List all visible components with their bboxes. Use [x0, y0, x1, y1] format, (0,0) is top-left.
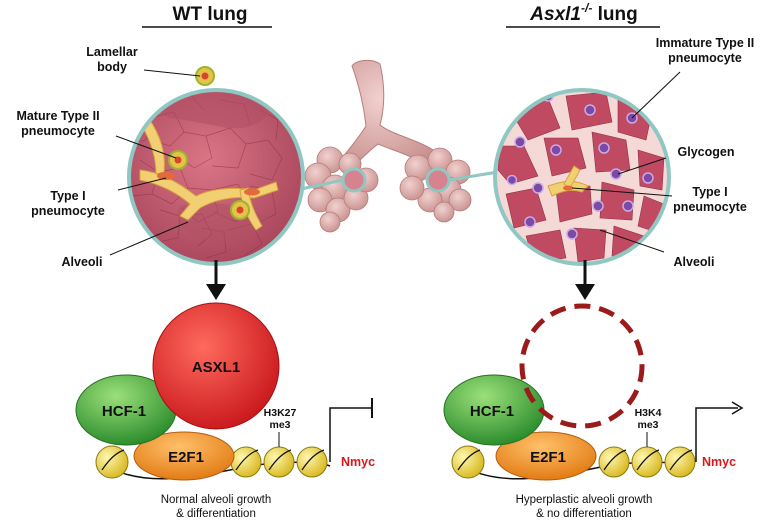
label-ko-type1-1: Type I	[692, 185, 727, 199]
label-lamellar-body-2: body	[97, 60, 127, 74]
ko-e2f1-protein	[495, 431, 597, 481]
wt-nucleosomes	[95, 445, 328, 479]
ko-transcription-arrow	[731, 401, 744, 415]
label-mature-type2-2: pneumocyte	[21, 124, 95, 138]
ko-missing-asxl1	[519, 303, 645, 429]
wt-histone-mark-1: H3K27	[264, 407, 297, 419]
wt-hcf1-label: HCF-1	[102, 403, 146, 420]
wt-title: WT lung	[173, 4, 248, 25]
wt-leader-lines	[109, 69, 201, 256]
label-wt-alveoli: Alveoli	[62, 255, 103, 269]
ko-caption-1: Hyperplastic alveoli growth	[516, 494, 653, 506]
left-zoom-spot	[341, 167, 367, 193]
ko-leader-lines	[571, 71, 681, 253]
wt-type1-pneumocytes	[139, 119, 279, 231]
label-immature-type2-2: pneumocyte	[668, 51, 742, 65]
label-lamellar-body-1: Lamellar	[86, 45, 138, 59]
wt-asxl1-label: ASXL1	[192, 359, 240, 376]
label-ko-type1-2: pneumocyte	[673, 200, 747, 214]
ko-e2f1-label: E2F1	[530, 449, 566, 466]
label-ko-alveoli: Alveoli	[674, 255, 715, 269]
label-immature-type2-1: Immature Type II	[656, 36, 754, 50]
wt-caption-2: & differentiation	[176, 508, 256, 520]
ko-magnified-alveoli	[493, 88, 671, 266]
left-alveolar-cluster	[304, 146, 379, 233]
ko-active-promoter	[695, 407, 738, 462]
ko-down-arrow	[575, 260, 595, 300]
ko-caption-2: & no differentiation	[536, 508, 632, 520]
wt-e2f1-label: E2F1	[168, 449, 204, 466]
wt-repressed-promoter	[329, 407, 372, 462]
right-zoom-spot	[425, 167, 451, 193]
right-zoom-connector	[448, 170, 499, 182]
wt-chromatin-complex	[75, 302, 373, 481]
label-wt-type1-2: pneumocyte	[31, 204, 105, 218]
label-mature-type2-1: Mature Type II	[16, 109, 99, 123]
bronchial-tree	[340, 59, 441, 170]
wt-asxl1-protein	[152, 302, 280, 430]
label-wt-type1-1: Type I	[50, 189, 85, 203]
ko-type1-pneumocyte	[547, 165, 589, 197]
wt-type2-cells	[168, 66, 250, 220]
wt-gene-label: Nmyc	[341, 455, 375, 469]
wt-magnified-alveoli	[127, 66, 305, 266]
wt-histone-mark-2: me3	[269, 419, 290, 431]
label-glycogen: Glycogen	[678, 145, 735, 159]
ko-gene-label: Nmyc	[702, 455, 736, 469]
wt-e2f1-protein	[133, 431, 235, 481]
ko-histone-mark-2: me3	[637, 419, 658, 431]
wt-caption-1: Normal alveoli growth	[161, 494, 272, 506]
ko-chromatin-complex	[443, 303, 744, 481]
wt-down-arrow	[206, 260, 226, 300]
ko-title: Asxl1-/- lung	[529, 1, 637, 25]
ko-histone-mark-1: H3K4	[635, 407, 662, 419]
ko-hcf1-label: HCF-1	[470, 403, 514, 420]
